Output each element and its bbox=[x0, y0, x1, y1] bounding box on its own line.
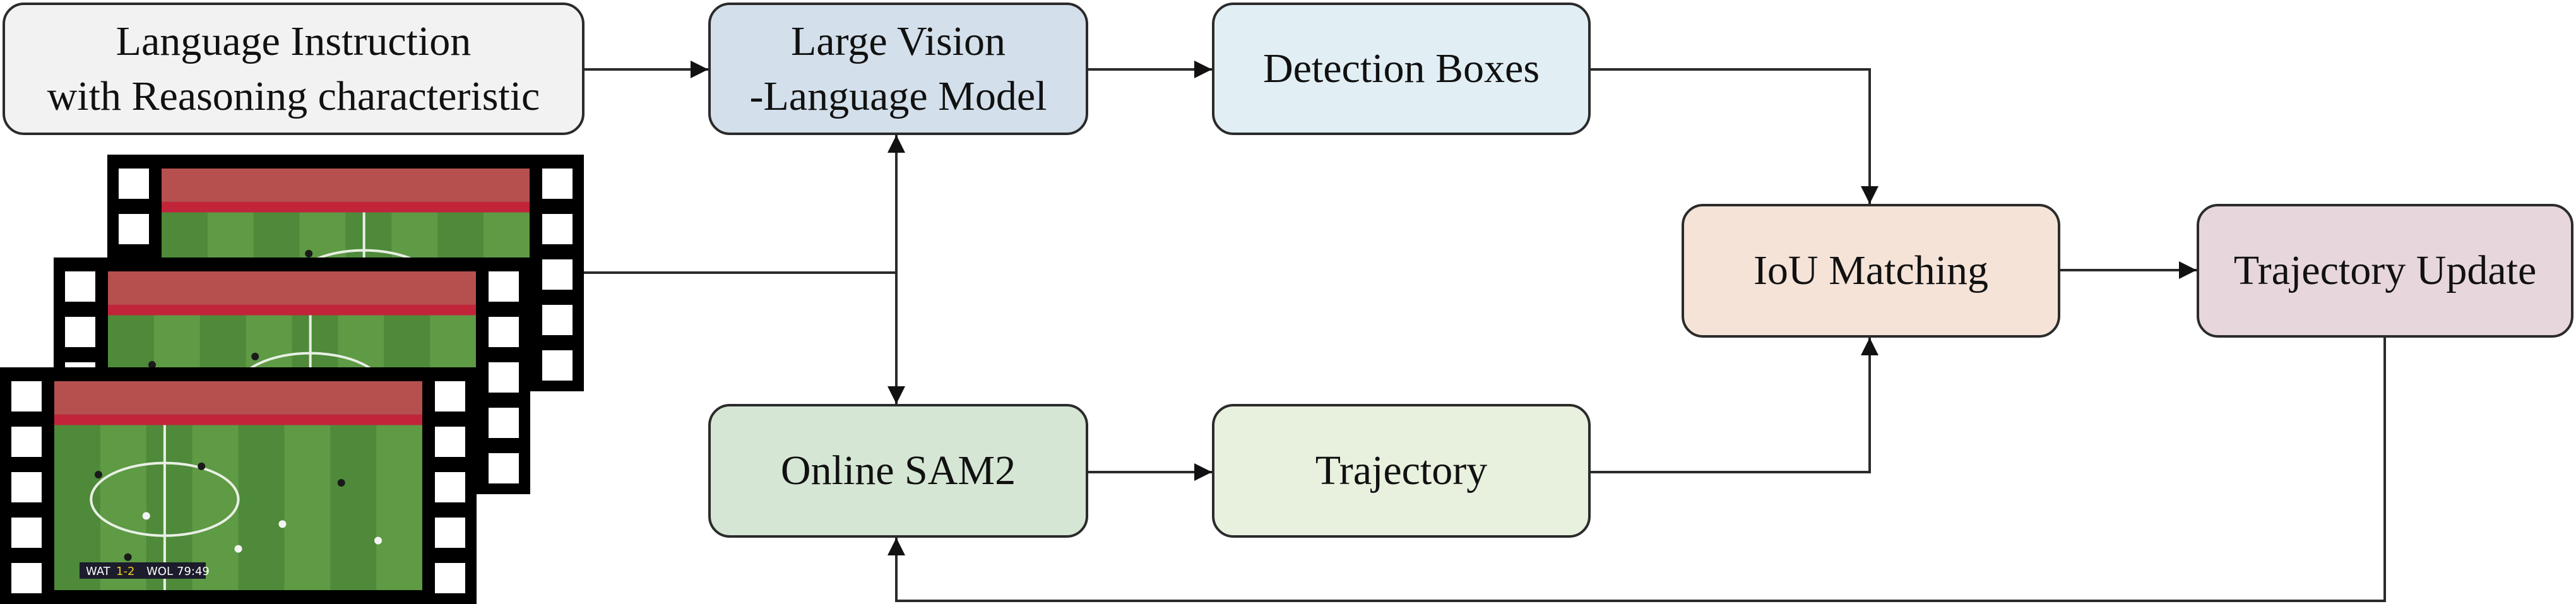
sprocket-hole bbox=[11, 563, 42, 593]
arrow-update-to-sam2 bbox=[887, 338, 2386, 602]
stadium-crowd bbox=[54, 381, 422, 415]
language-instruction-box: Language Instruction with Reasoning char… bbox=[3, 3, 585, 135]
stadium-crowd bbox=[162, 169, 530, 202]
detection-boxes-label: Detection Boxes bbox=[1262, 45, 1540, 92]
iou-matching-label: IoU Matching bbox=[1753, 247, 1989, 294]
trajectory-update-label: Trajectory Update bbox=[2233, 247, 2537, 294]
advertising-board bbox=[108, 304, 476, 316]
score-overlay-text: 1-2 bbox=[116, 565, 134, 578]
sprocket-hole bbox=[119, 214, 149, 244]
sprocket-hole bbox=[489, 408, 519, 438]
trajectory-update-box: Trajectory Update bbox=[2197, 204, 2573, 338]
sprocket-hole bbox=[489, 271, 519, 302]
large-vision-language-model-box: Large Vision -Language Model bbox=[708, 3, 1088, 135]
sprocket-hole bbox=[65, 317, 95, 347]
video-frame-3: WAT 1-2 WOL 79:49 bbox=[0, 367, 477, 604]
sprocket-hole bbox=[542, 305, 573, 335]
sprocket-hole bbox=[435, 427, 465, 457]
player-marker bbox=[94, 470, 102, 478]
sprocket-hole bbox=[542, 169, 573, 199]
trajectory-box: Trajectory bbox=[1212, 404, 1591, 538]
player-marker bbox=[278, 520, 287, 528]
score-overlay bbox=[80, 562, 206, 579]
pitch-center-circle bbox=[90, 461, 240, 537]
sprocket-hole bbox=[542, 259, 573, 290]
sprocket-hole bbox=[119, 169, 149, 199]
player-marker bbox=[148, 360, 156, 369]
player-marker bbox=[234, 545, 242, 553]
stadium-crowd bbox=[108, 271, 476, 305]
pitch-stripe bbox=[330, 425, 377, 590]
sprocket-hole bbox=[11, 472, 42, 502]
sprocket-hole bbox=[542, 350, 573, 381]
sprocket-hole bbox=[489, 453, 519, 483]
sprocket-hole bbox=[11, 381, 42, 412]
sprocket-hole bbox=[435, 563, 465, 593]
language-instruction-line-2: with Reasoning characteristic bbox=[47, 73, 540, 119]
advertising-board bbox=[162, 201, 530, 213]
player-marker bbox=[198, 462, 206, 470]
sprocket-hole bbox=[435, 472, 465, 502]
player-marker bbox=[142, 512, 150, 520]
arrow-trajectory-to-iou bbox=[1591, 338, 1879, 473]
player-marker bbox=[374, 536, 383, 545]
video-frames: WAT 1-2 WOL 79:49 bbox=[0, 155, 584, 604]
online-sam2-box: Online SAM2 bbox=[708, 404, 1088, 538]
lvlm-line-2: -Language Model bbox=[749, 73, 1047, 119]
sprocket-hole bbox=[435, 518, 465, 548]
player-marker bbox=[251, 352, 259, 360]
advertising-board bbox=[54, 414, 422, 425]
arrow-detection-to-iou bbox=[1591, 68, 1879, 204]
lvlm-line-1: Large Vision bbox=[790, 18, 1006, 64]
player-marker bbox=[124, 553, 132, 561]
detection-boxes-box: Detection Boxes bbox=[1212, 3, 1591, 135]
trajectory-label: Trajectory bbox=[1315, 447, 1488, 494]
player-marker bbox=[305, 249, 313, 258]
score-overlay-text: WAT bbox=[86, 565, 111, 578]
score-overlay-text: WOL bbox=[146, 565, 173, 578]
sprocket-hole bbox=[65, 271, 95, 302]
language-instruction-line-1: Language Instruction bbox=[116, 18, 472, 64]
sprocket-hole bbox=[489, 362, 519, 393]
sprocket-hole bbox=[435, 381, 465, 412]
iou-matching-box: IoU Matching bbox=[1682, 204, 2060, 338]
score-overlay-text: 79:49 bbox=[177, 565, 210, 578]
pitch-stripe bbox=[238, 425, 285, 590]
sprocket-hole bbox=[11, 518, 42, 548]
sprocket-hole bbox=[489, 317, 519, 347]
sprocket-hole bbox=[11, 427, 42, 457]
sprocket-hole bbox=[542, 214, 573, 244]
player-marker bbox=[337, 479, 345, 487]
online-sam2-label: Online SAM2 bbox=[780, 447, 1016, 494]
